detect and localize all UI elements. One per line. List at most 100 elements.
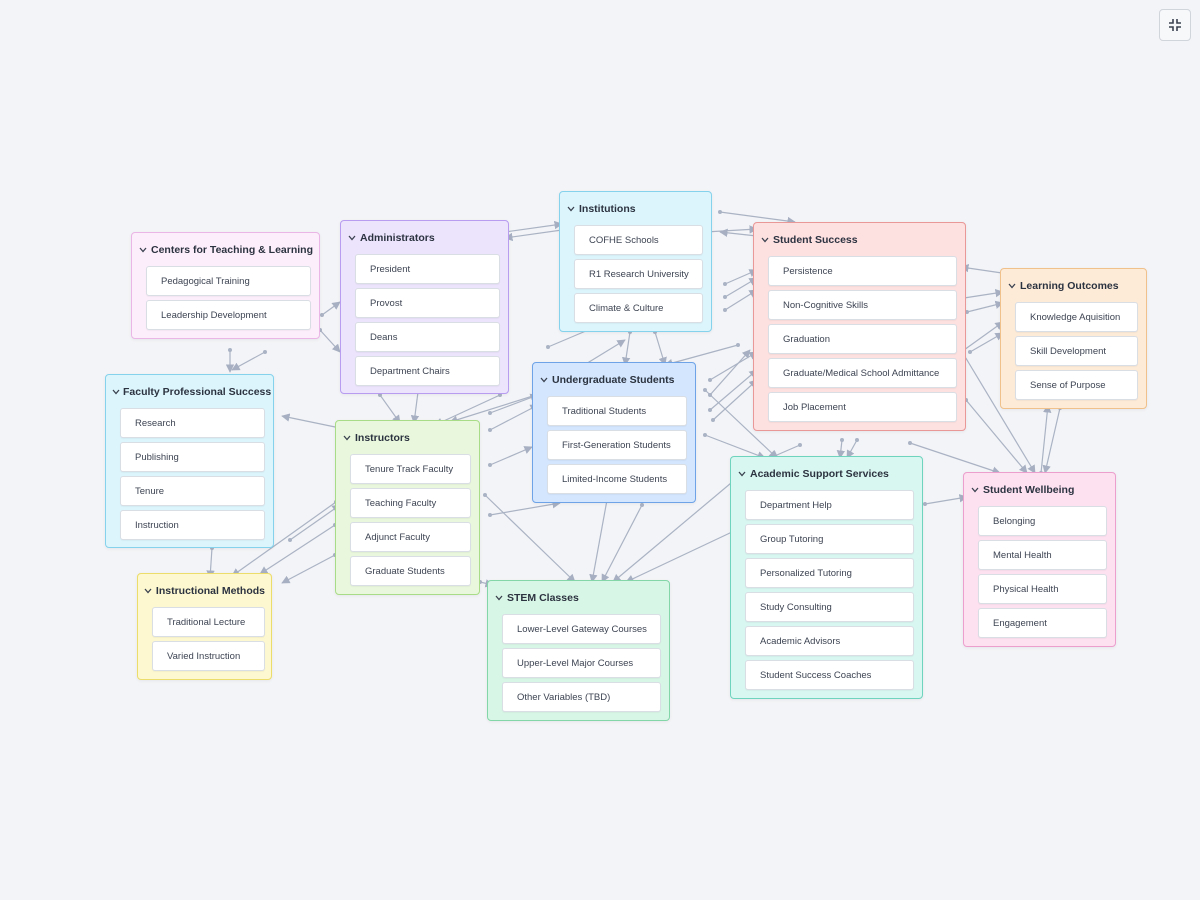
node-item[interactable]: Leadership Development (146, 300, 311, 330)
node-item[interactable]: Varied Instruction (152, 641, 265, 671)
node-item[interactable]: Other Variables (TBD) (502, 682, 661, 712)
chevron-down-icon[interactable] (760, 235, 770, 245)
node-item[interactable]: Graduate Students (350, 556, 471, 586)
chevron-down-icon[interactable] (342, 433, 352, 443)
node-item[interactable]: COFHE Schools (574, 225, 703, 255)
connection-dot (723, 295, 727, 299)
connection-dot (703, 433, 707, 437)
node-item[interactable]: Teaching Faculty (350, 488, 471, 518)
node-item[interactable]: Study Consulting (745, 592, 914, 622)
group-title: Instructors (355, 432, 410, 444)
chevron-down-icon[interactable] (347, 233, 357, 243)
group-header[interactable]: Centers for Teaching & Learning (138, 241, 313, 259)
node-item[interactable]: Skill Development (1015, 336, 1138, 366)
node-item[interactable]: Graduate/Medical School Admittance (768, 358, 957, 388)
chevron-down-icon[interactable] (1007, 281, 1017, 291)
connection-line (709, 369, 758, 411)
node-item[interactable]: Provost (355, 288, 500, 318)
node-item[interactable]: Persistence (768, 256, 957, 286)
node-item[interactable]: Personalized Tutoring (745, 558, 914, 588)
group-header[interactable]: Instructional Methods (144, 582, 265, 600)
group-header[interactable]: Administrators (347, 229, 502, 247)
node-item[interactable]: Upper-Level Major Courses (502, 648, 661, 678)
node-item[interactable]: Research (120, 408, 265, 438)
connection-line (966, 300, 1004, 313)
connection-dot (723, 282, 727, 286)
group-header[interactable]: Student Wellbeing (970, 481, 1109, 499)
connection-line (719, 211, 796, 226)
group-header[interactable]: Learning Outcomes (1007, 277, 1140, 295)
connection-line (504, 220, 563, 233)
node-item[interactable]: Climate & Culture (574, 293, 703, 323)
node-item[interactable]: Belonging (978, 506, 1107, 536)
node-item[interactable]: Knowledge Aquisition (1015, 302, 1138, 332)
node-item[interactable]: Limited-Income Students (547, 464, 687, 494)
chevron-down-icon[interactable] (138, 245, 148, 255)
node-item[interactable]: Group Tutoring (745, 524, 914, 554)
node-item[interactable]: Sense of Purpose (1015, 370, 1138, 400)
node-item[interactable]: R1 Research University (574, 259, 703, 289)
group-title: Student Success (773, 234, 858, 246)
node-item[interactable]: Instruction (120, 510, 265, 540)
connection-dot (488, 513, 492, 517)
node-item[interactable]: Lower-Level Gateway Courses (502, 614, 661, 644)
group-header[interactable]: STEM Classes (494, 589, 663, 607)
connection-line (909, 442, 1001, 475)
group-title: Administrators (360, 232, 435, 244)
node-item[interactable]: Graduation (768, 324, 957, 354)
group-title: Instructional Methods (155, 585, 265, 597)
node-item[interactable]: Student Success Coaches (745, 660, 914, 690)
node-item[interactable]: Traditional Lecture (152, 607, 265, 637)
connection-dot (703, 388, 707, 392)
node-item[interactable]: First-Generation Students (547, 430, 687, 460)
group-header[interactable]: Academic Support Services (737, 465, 916, 483)
group-header[interactable]: Faculty Professional Success (112, 383, 271, 401)
node-item[interactable]: Deans (355, 322, 500, 352)
node-item[interactable]: Engagement (978, 608, 1107, 638)
collapse-button[interactable] (1159, 9, 1191, 41)
chevron-down-icon[interactable] (737, 469, 747, 479)
chevron-down-icon[interactable] (539, 375, 549, 385)
chevron-down-icon[interactable] (112, 387, 120, 397)
chevron-down-icon[interactable] (970, 485, 980, 495)
connection-dot (708, 408, 712, 412)
node-item[interactable]: Department Help (745, 490, 914, 520)
node-item[interactable]: Tenure Track Faculty (350, 454, 471, 484)
node-item[interactable]: Physical Health (978, 574, 1107, 604)
group-title: Academic Support Services (750, 468, 889, 480)
chevron-down-icon[interactable] (566, 204, 576, 214)
node-item[interactable]: Academic Advisors (745, 626, 914, 656)
node-item[interactable]: Publishing (120, 442, 265, 472)
group-header[interactable]: Instructors (342, 429, 473, 447)
node-item[interactable]: Non-Cognitive Skills (768, 290, 957, 320)
group-header[interactable]: Institutions (566, 200, 705, 218)
node-item[interactable]: Job Placement (768, 392, 957, 422)
connection-line (963, 288, 1004, 299)
node-item[interactable]: Traditional Students (547, 396, 687, 426)
connection-dot (488, 463, 492, 467)
group-header[interactable]: Student Success (760, 231, 959, 249)
chevron-down-icon[interactable] (494, 593, 504, 603)
node-item[interactable]: Adjunct Faculty (350, 522, 471, 552)
node-item[interactable]: Department Chairs (355, 356, 500, 386)
node-item[interactable]: Mental Health (978, 540, 1107, 570)
connection-line (289, 504, 341, 541)
group-header[interactable]: Undergraduate Students (539, 371, 689, 389)
connection-dot (263, 350, 267, 354)
node-item[interactable]: President (355, 254, 500, 284)
node-item[interactable]: Pedagogical Training (146, 266, 311, 296)
chevron-down-icon[interactable] (144, 586, 153, 596)
node-item[interactable]: Tenure (120, 476, 265, 506)
